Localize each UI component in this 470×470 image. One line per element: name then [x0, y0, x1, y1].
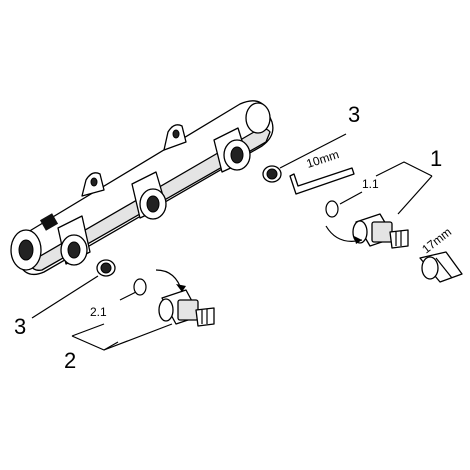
hex-key-tool [289, 167, 355, 195]
o-ring-top [325, 200, 339, 218]
callout-3-top: 3 [348, 102, 360, 127]
mounting-lug-left [81, 172, 105, 197]
callout-1: 1 [430, 146, 442, 171]
manufacturer-logo [39, 213, 59, 231]
hex-key-size-label: 10mm [305, 147, 341, 171]
socket-size-label: 17mm [419, 225, 454, 257]
outlet-port-left [57, 215, 91, 266]
cartridge-valve-top [352, 213, 409, 249]
callout-2: 2 [64, 348, 76, 373]
callout-2-1: 2.1 [90, 305, 107, 319]
outlet-port-right [213, 127, 251, 173]
rotation-arrow-bottom [155, 269, 183, 293]
mounting-lug-right [163, 124, 187, 151]
leader-3-bottom [31, 275, 99, 319]
leader-1-to-cartridge [397, 175, 433, 215]
cartridge-valve-bottom [158, 289, 215, 327]
outlet-port-middle [131, 171, 167, 220]
socket-tool [419, 251, 463, 283]
seal-nut-top [262, 165, 282, 183]
leader-1-1 [339, 191, 363, 205]
leader-2-1 [119, 291, 137, 301]
seal-nut-bottom [96, 259, 116, 277]
callout-3-bottom: 3 [14, 314, 26, 339]
leader-1 [375, 161, 433, 177]
o-ring-bottom [133, 278, 147, 296]
leader-3-top [279, 133, 347, 169]
callout-1-1: 1.1 [362, 177, 379, 191]
